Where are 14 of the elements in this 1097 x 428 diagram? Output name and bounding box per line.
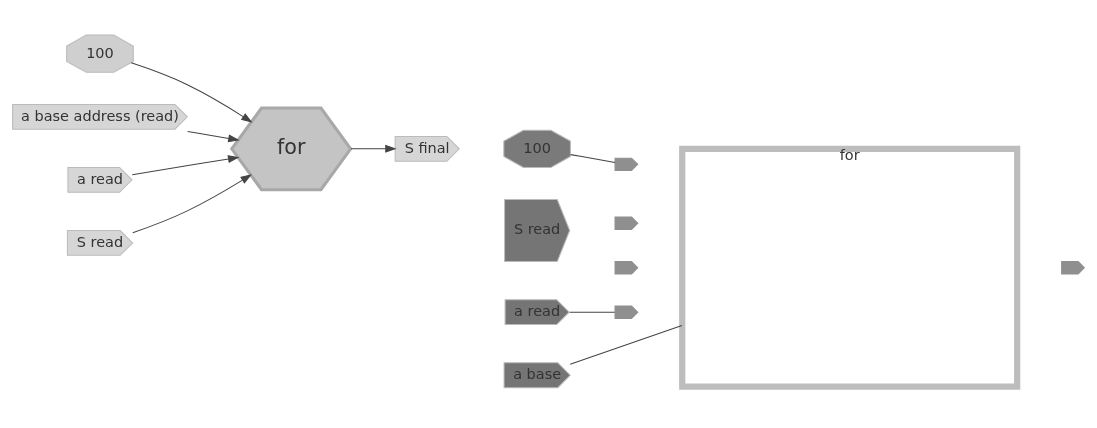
arrow [187,130,240,142]
node-box [614,157,639,171]
node-box [614,260,639,274]
connector [570,153,616,163]
node-box [614,304,639,319]
node-box [1061,260,1086,274]
arrow [350,144,397,153]
connector [569,324,683,365]
node-box [614,216,639,230]
node-box: for [679,145,1021,390]
arrow [131,154,240,175]
connector [569,311,616,313]
arrow [130,61,253,123]
arrow [132,173,252,233]
